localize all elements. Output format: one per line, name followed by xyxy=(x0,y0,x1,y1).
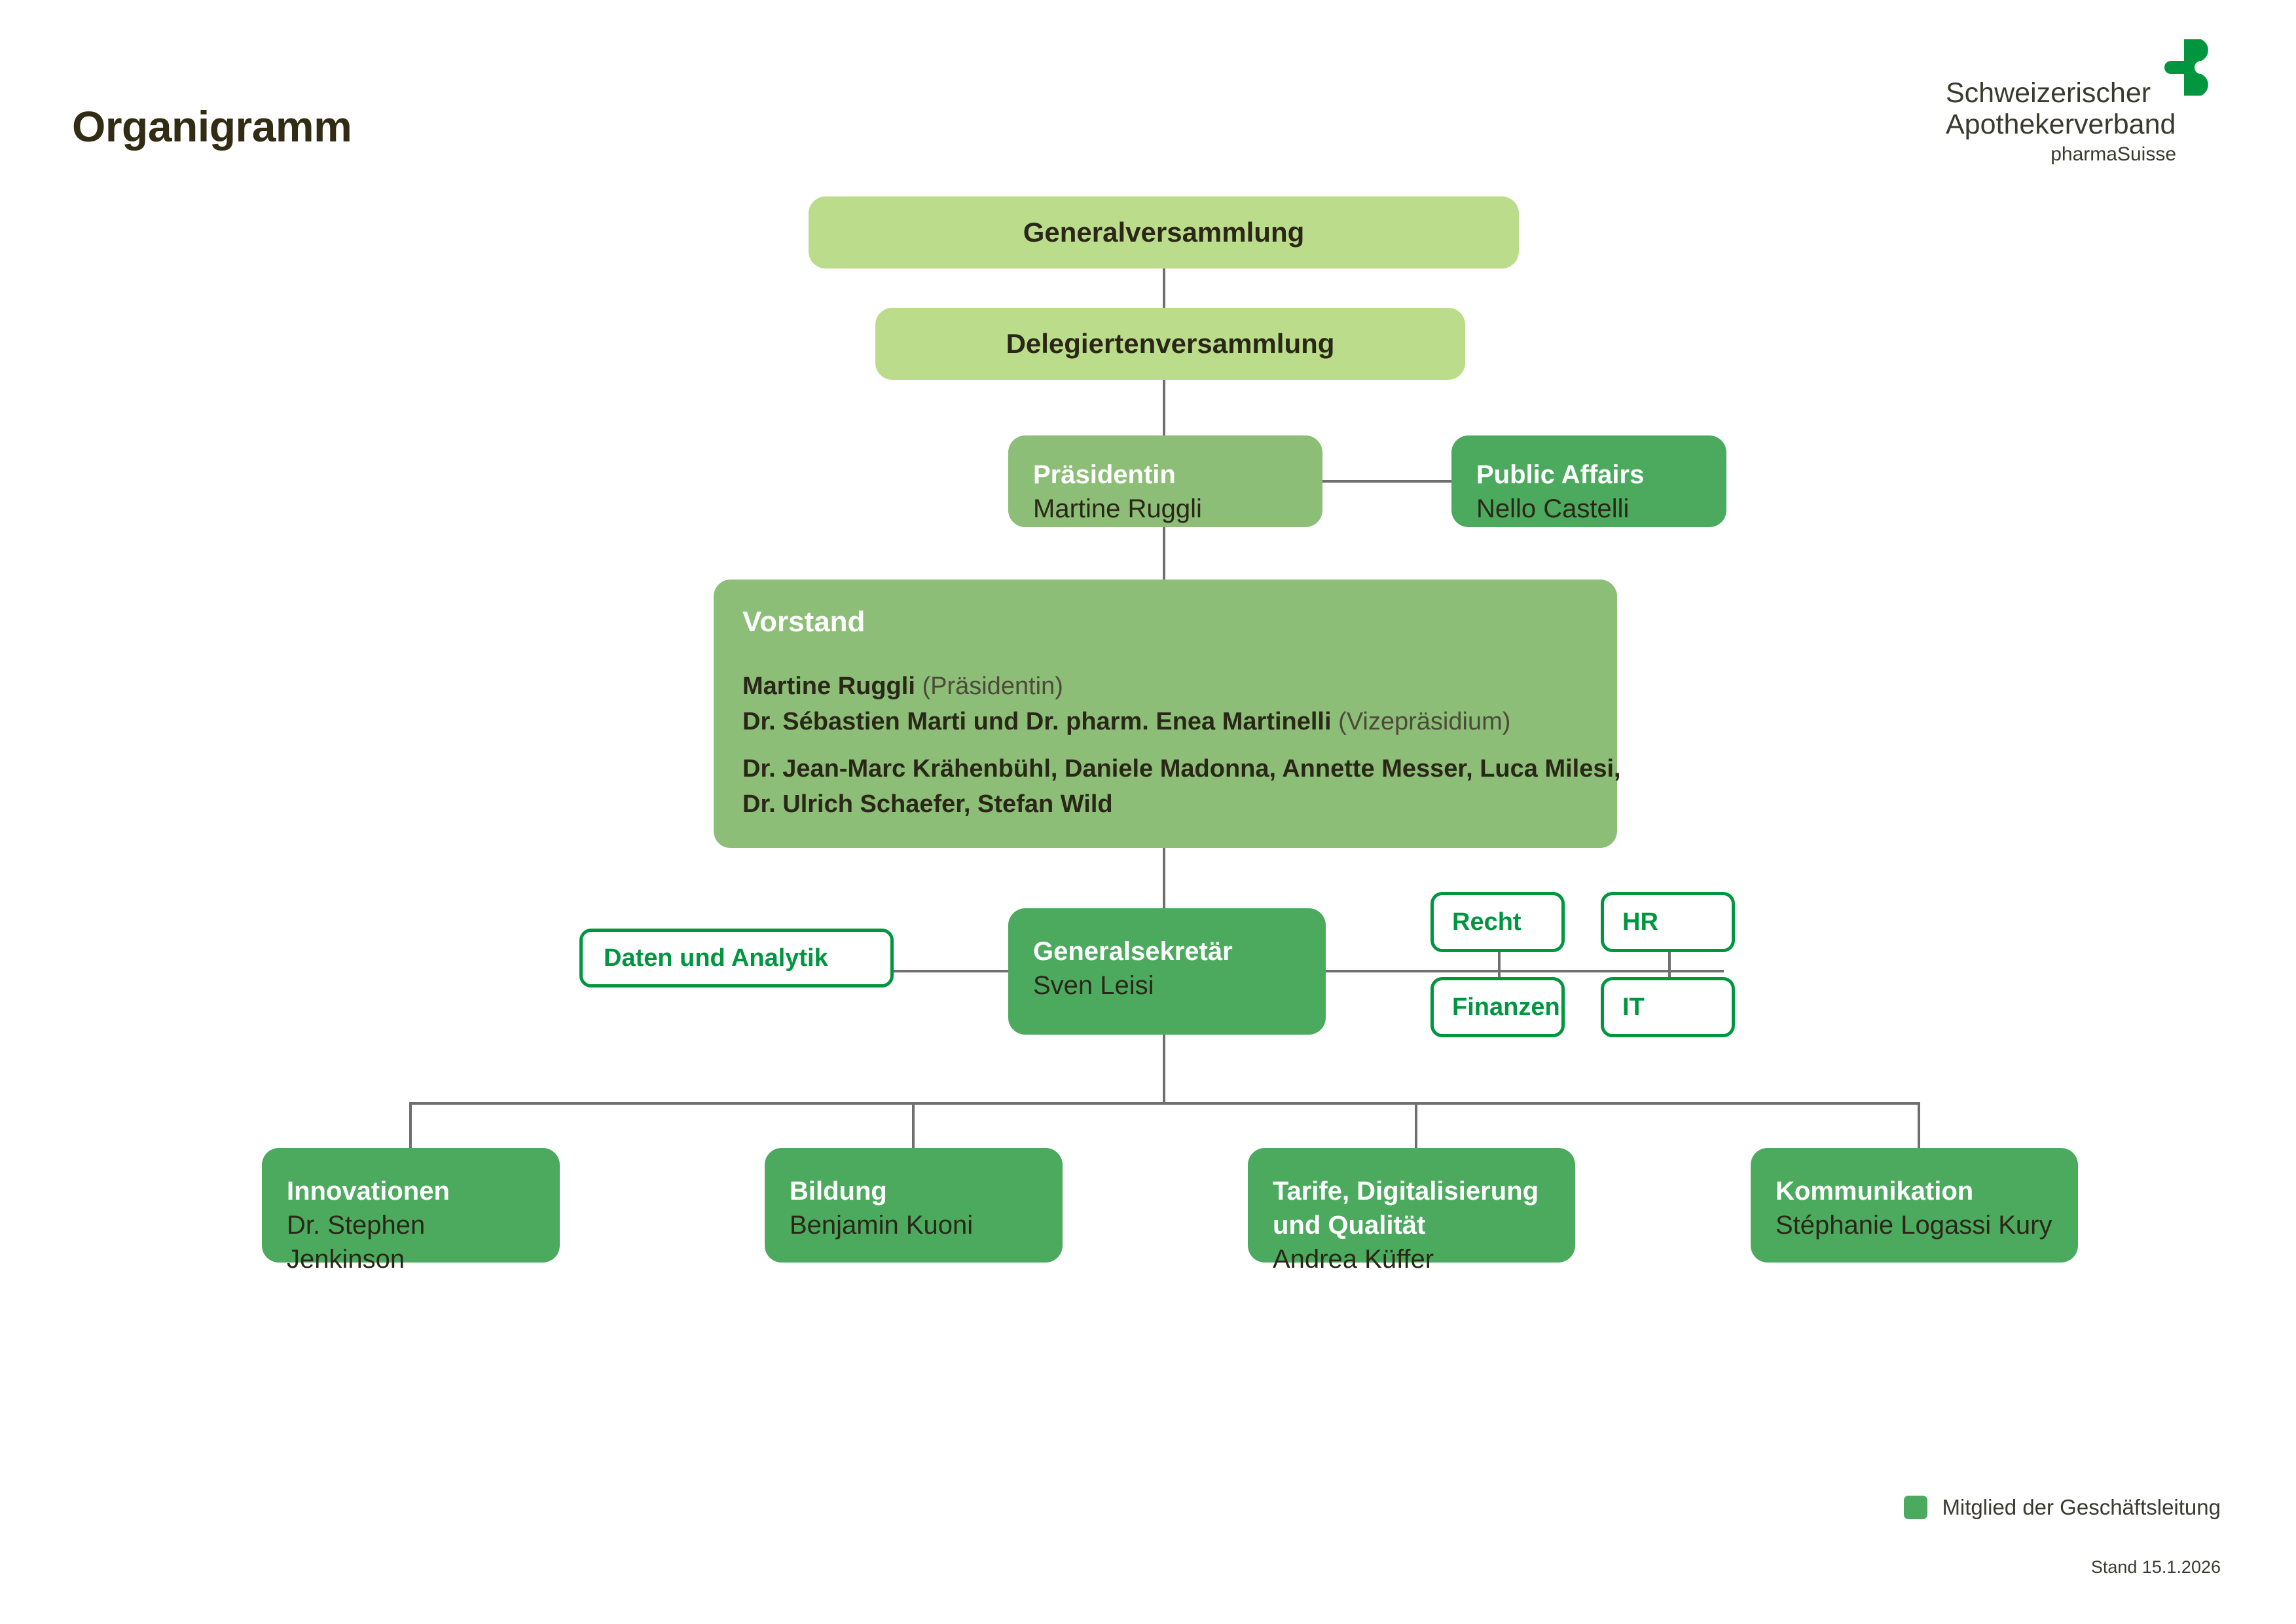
pharmasuisse-cross-logo-icon xyxy=(2164,39,2221,96)
delegiertenversammlung-title: Delegiertenversammlung xyxy=(1006,328,1335,359)
finanzen-title: Finanzen xyxy=(1452,993,1560,1021)
connector-generalsekretaer-bus xyxy=(1163,1035,1165,1103)
connector-dv-praesidentin xyxy=(1163,380,1165,435)
vorstand-member-line-4: Dr. Ulrich Schaefer, Stefan Wild xyxy=(742,790,1113,818)
vorstand-spacer xyxy=(742,739,1588,751)
vorstand-member-line-3: Dr. Jean-Marc Krähenbühl, Daniele Madonn… xyxy=(742,755,1621,783)
it-title: IT xyxy=(1622,993,1645,1021)
generalversammlung-title: Generalversammlung xyxy=(1023,217,1305,248)
vorstand-member-line-2: Dr. Sébastien Marti und Dr. pharm. Enea … xyxy=(742,704,1588,739)
connector-bus-tarife xyxy=(1415,1102,1417,1148)
node-recht[interactable]: Recht xyxy=(1430,892,1565,952)
vorstand-role-2: (Vizepräsidium) xyxy=(1331,708,1511,735)
connector-vorstand-generalsekretaer xyxy=(1163,848,1165,908)
hr-title: HR xyxy=(1622,908,1658,936)
vorstand-name-2: Dr. Sébastien Marti und Dr. pharm. Enea … xyxy=(742,708,1332,735)
node-generalsekretaer[interactable]: Generalsekretär Sven Leisi xyxy=(1008,908,1326,1035)
page-title: Organigramm xyxy=(72,102,352,151)
daten-und-analytik-title: Daten und Analytik xyxy=(604,944,828,972)
node-finanzen[interactable]: Finanzen xyxy=(1430,977,1565,1037)
logo-line-2: Apothekerverband xyxy=(1946,109,2176,140)
node-vorstand[interactable]: Vorstand Martine Ruggli (Präsidentin) Dr… xyxy=(714,580,1621,848)
tarife-title-line-2: und Qualität xyxy=(1273,1211,1426,1240)
praesidentin-title: Präsidentin xyxy=(1033,460,1176,489)
legend-label: Mitglied der Geschäftsleitung xyxy=(1942,1495,2221,1519)
footer-stand-date: Stand 15.1.2026 xyxy=(2090,1557,2221,1577)
node-generalversammlung[interactable]: Generalversammlung xyxy=(809,196,1519,268)
logo-line-3: pharmaSuisse xyxy=(2050,143,2176,165)
vorstand-name-1: Martine Ruggli xyxy=(742,673,915,700)
connector-bus-kommunikation xyxy=(1918,1102,1920,1148)
praesidentin-person: Martine Ruggli xyxy=(1033,494,1202,523)
connector-daten-generalsekretaer xyxy=(892,970,1010,972)
node-daten-und-analytik[interactable]: Daten und Analytik xyxy=(579,929,894,987)
node-delegiertenversammlung[interactable]: Delegiertenversammlung xyxy=(875,308,1465,380)
node-hr[interactable]: HR xyxy=(1601,892,1735,952)
node-praesidentin[interactable]: Präsidentin Martine Ruggli xyxy=(1008,435,1322,527)
node-it[interactable]: IT xyxy=(1601,977,1735,1037)
public-affairs-title: Public Affairs xyxy=(1476,460,1645,489)
connector-department-bus xyxy=(409,1102,1920,1105)
connector-bus-bildung xyxy=(912,1102,915,1148)
vorstand-member-line-1: Martine Ruggli (Präsidentin) xyxy=(742,669,1588,704)
connector-recht-finanzen xyxy=(1498,922,1501,1018)
vorstand-title: Vorstand xyxy=(742,606,866,638)
node-tarife-digitalisierung-qualitaet[interactable]: Tarife, Digitalisierung und Qualität And… xyxy=(1248,1148,1575,1274)
innovationen-title: Innovationen xyxy=(287,1177,450,1206)
public-affairs-person: Nello Castelli xyxy=(1476,494,1630,523)
logo-wordmark: Schweizerischer Apothekerverband pharmaS… xyxy=(1946,77,2176,169)
node-bildung[interactable]: Bildung Benjamin Kuoni xyxy=(765,1148,1063,1263)
connector-generalsekretaer-staff xyxy=(1324,970,1724,972)
bildung-title: Bildung xyxy=(790,1177,887,1206)
connector-hr-it xyxy=(1668,922,1671,1018)
node-kommunikation[interactable]: Kommunikation Stéphanie Logassi Kury xyxy=(1751,1148,2078,1263)
generalsekretaer-title: Generalsekretär xyxy=(1033,937,1233,966)
connector-praesidentin-publicaffairs xyxy=(1322,480,1451,483)
vorstand-role-1: (Präsidentin) xyxy=(915,673,1063,700)
pharmasuisse-logo: Schweizerischer Apothekerverband pharmaS… xyxy=(1946,39,2221,170)
connector-praesidentin-vorstand xyxy=(1163,527,1165,581)
legend-swatch-icon xyxy=(1904,1496,1928,1519)
innovationen-person: Dr. Stephen Jenkinson xyxy=(287,1211,426,1274)
node-innovationen[interactable]: Innovationen Dr. Stephen Jenkinson xyxy=(262,1148,560,1274)
bildung-person: Benjamin Kuoni xyxy=(790,1211,974,1240)
recht-title: Recht xyxy=(1452,908,1522,936)
node-public-affairs[interactable]: Public Affairs Nello Castelli xyxy=(1451,435,1726,527)
tarife-person: Andrea Küffer xyxy=(1273,1245,1434,1274)
kommunikation-person: Stéphanie Logassi Kury xyxy=(1776,1211,2052,1240)
connector-bus-innovationen xyxy=(409,1102,412,1148)
generalsekretaer-person: Sven Leisi xyxy=(1033,971,1154,1000)
logo-line-1: Schweizerischer xyxy=(1946,77,2151,109)
kommunikation-title: Kommunikation xyxy=(1776,1177,1974,1206)
legend: Mitglied der Geschäftsleitung xyxy=(1904,1495,2221,1520)
tarife-title-line-1: Tarife, Digitalisierung xyxy=(1273,1177,1539,1206)
connector-gv-dv xyxy=(1163,268,1165,308)
